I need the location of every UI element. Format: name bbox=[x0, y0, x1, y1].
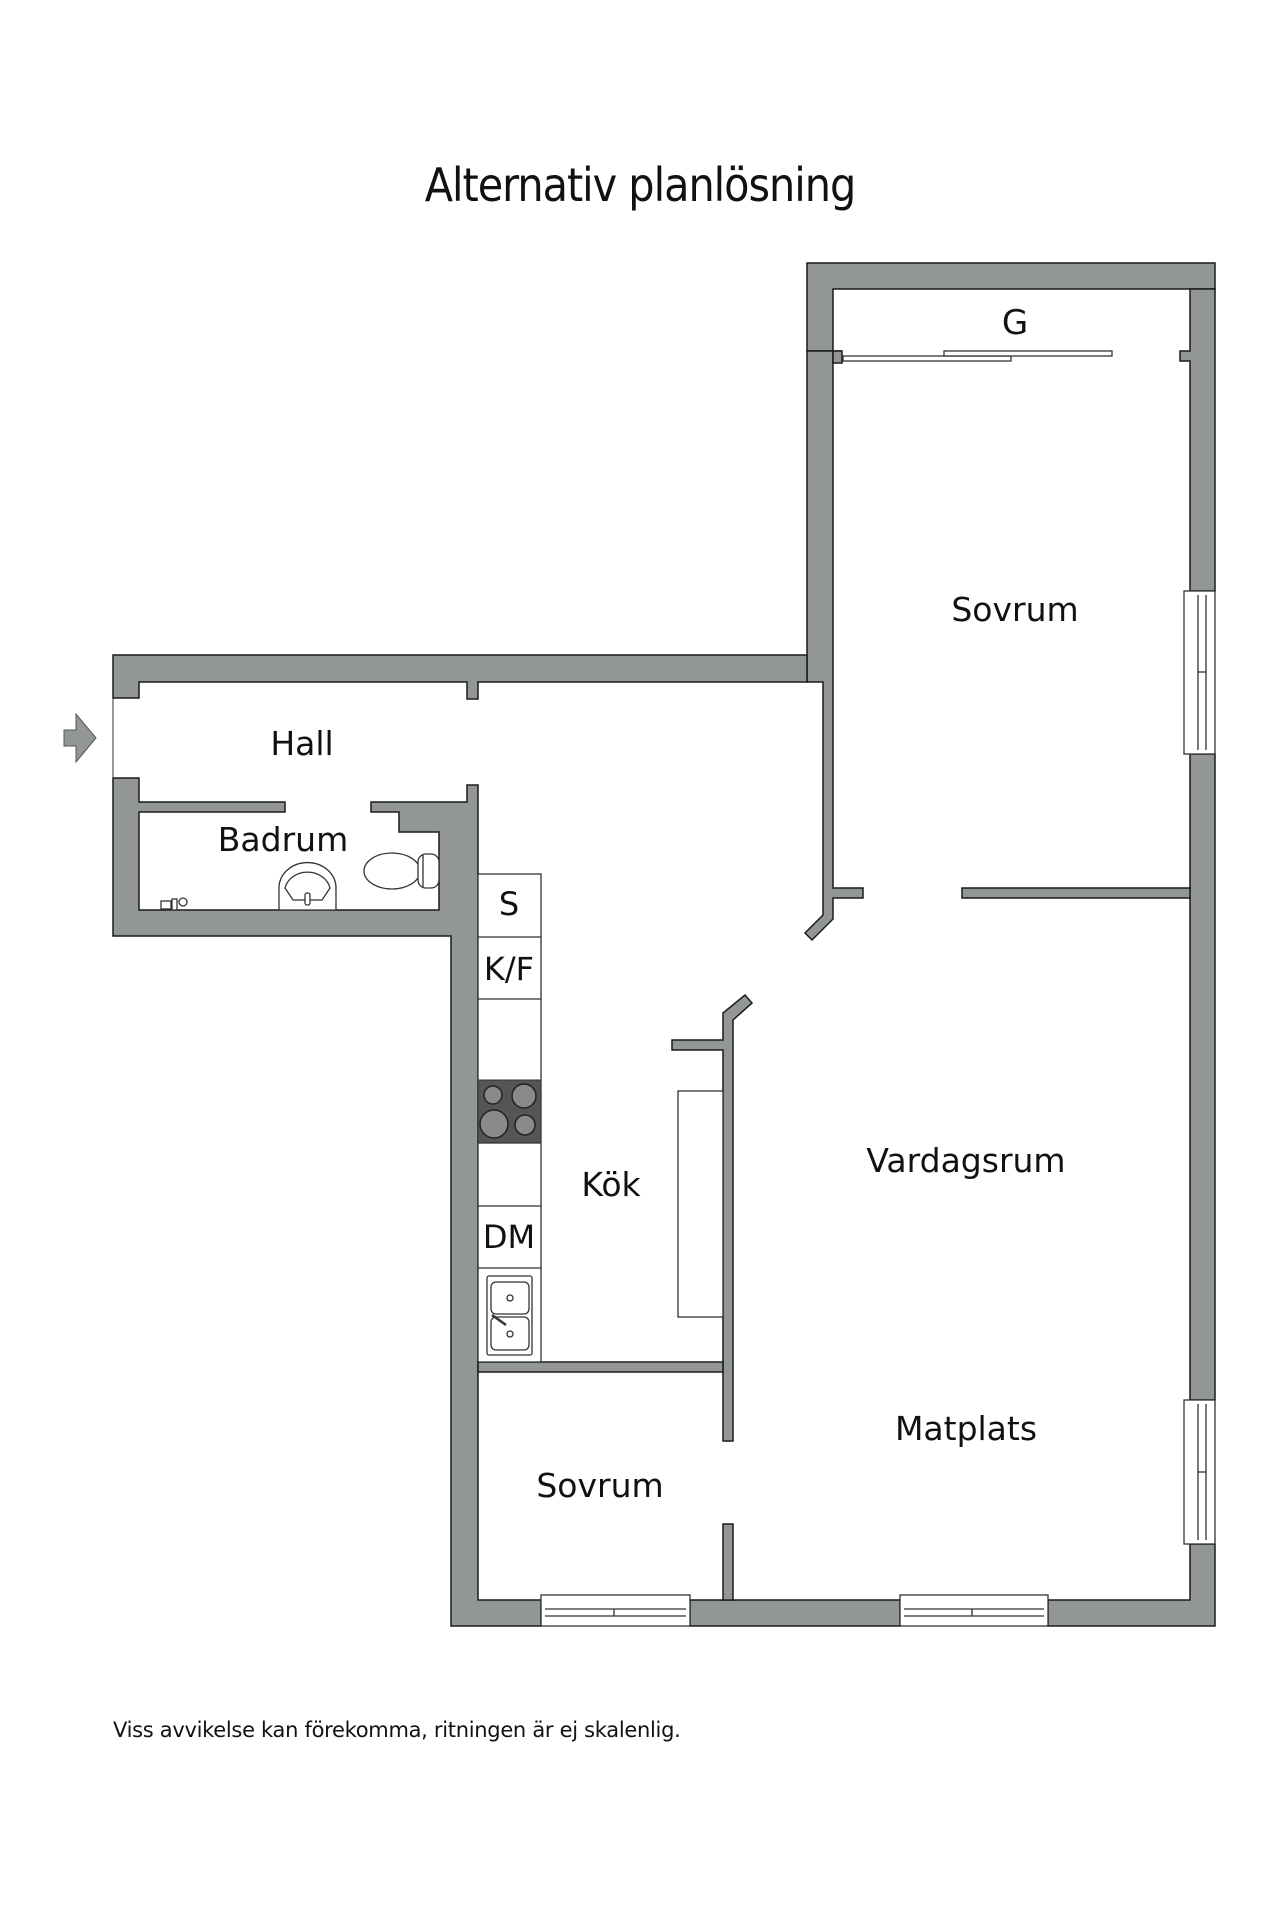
wall-upper-left bbox=[803, 350, 864, 942]
kitchen-island bbox=[677, 1090, 724, 1318]
room-label-kitchen: Kök bbox=[581, 1165, 641, 1204]
room-label-bathroom: Badrum bbox=[218, 820, 348, 859]
room-label-bedroom-upper: Sovrum bbox=[951, 590, 1078, 629]
room-label-living-room: Vardagsrum bbox=[866, 1141, 1065, 1180]
room-label-hall: Hall bbox=[270, 724, 333, 763]
window-upper-right bbox=[1183, 590, 1216, 755]
room-label-dining: Matplats bbox=[895, 1409, 1037, 1448]
wall-right-upper bbox=[1179, 288, 1216, 592]
closet-notch-left bbox=[832, 350, 843, 364]
bathroom-sink-icon bbox=[278, 861, 337, 911]
plan-title: Alternativ planlösning bbox=[424, 158, 857, 212]
stove-icon bbox=[477, 1079, 542, 1144]
wall-hall-top bbox=[112, 654, 808, 700]
wall-kitchen-partition bbox=[671, 993, 754, 1442]
wall-divider-right bbox=[961, 887, 1191, 899]
disclaimer-note: Viss avvikelse kan förekomma, ritningen … bbox=[113, 1718, 681, 1742]
window-lower-right bbox=[1183, 1399, 1216, 1545]
wall-right-mid bbox=[1189, 753, 1216, 1401]
window-bottom-bedroom bbox=[540, 1594, 691, 1627]
kitchen-sink-icon bbox=[486, 1275, 533, 1356]
kitchen-unit-dishwasher: DM bbox=[483, 1218, 535, 1256]
wall-bath-outer bbox=[112, 777, 542, 1627]
room-label-bedroom-lower: Sovrum bbox=[536, 1466, 663, 1505]
wall-bottom-mid bbox=[689, 1599, 901, 1627]
kitchen-unit-freezer: S bbox=[499, 885, 519, 923]
wall-kitchen-bedroom bbox=[477, 1361, 724, 1373]
wall-right-lower bbox=[1047, 1543, 1216, 1627]
toilet-icon bbox=[363, 852, 440, 890]
entrance-arrow-icon bbox=[63, 712, 97, 764]
wall-bedroom-right-lower bbox=[722, 1523, 734, 1601]
room-label-wardrobe: G bbox=[1002, 303, 1028, 343]
wardrobe-sliding-doors bbox=[842, 350, 1113, 362]
shower-faucet-icon bbox=[160, 897, 188, 911]
kitchen-unit-fridge-freezer: K/F bbox=[484, 950, 534, 988]
window-bottom-dining bbox=[899, 1594, 1049, 1627]
